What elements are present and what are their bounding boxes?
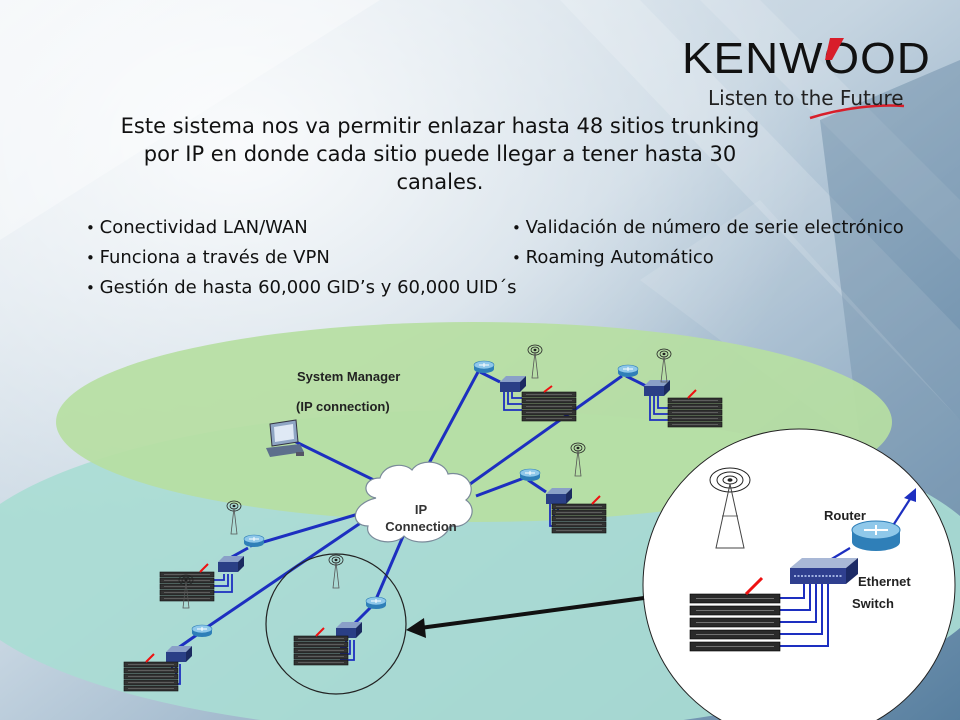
kenwood-logo: KENWOOD Listen to the Future	[682, 34, 932, 120]
feature-item: Validación de número de serie electrónic…	[512, 213, 904, 243]
logo-tagline: Listen to the Future	[708, 86, 904, 110]
site-node-southwest	[123, 624, 213, 692]
ip-cloud-icon	[354, 461, 473, 543]
cloud-label-line1: IP	[414, 502, 428, 517]
site-node-west	[159, 500, 265, 609]
headline-text: Este sistema nos va permitir enlazar has…	[120, 114, 760, 194]
system-manager-label: System Manager	[297, 369, 401, 384]
router-label: Router	[824, 508, 866, 523]
detail-ethernet-switch-icon	[790, 558, 858, 584]
ethernet-switch-label-line2: Switch	[852, 596, 894, 611]
logo-accent	[809, 38, 905, 120]
detail-rack-cabling	[780, 584, 829, 647]
cloud-label-line2: Connection	[385, 519, 457, 534]
upper-network-region	[56, 322, 892, 522]
uplink-arrowhead	[904, 488, 916, 502]
feature-item: Conectividad LAN/WAN	[86, 213, 517, 243]
site-node-north	[473, 344, 577, 422]
feature-item: Gestión de hasta 60,000 GID’s y 60,000 U…	[86, 273, 517, 303]
ip-connection-label: (IP connection)	[296, 399, 390, 414]
detail-antenna-icon	[709, 467, 751, 549]
site-node-northeast	[617, 348, 723, 428]
feature-item: Roaming Automático	[512, 243, 904, 273]
feature-list-right: Validación de número de serie electrónic…	[512, 213, 904, 273]
site-node-east	[519, 442, 607, 534]
zoom-arrow	[406, 596, 645, 638]
detail-repeater-rack	[689, 576, 781, 652]
network-links	[177, 370, 647, 650]
site-node-south	[293, 554, 387, 666]
system-manager-pc-icon	[266, 419, 304, 457]
highlight-circle	[265, 553, 407, 695]
feature-item: Funciona a través de VPN	[86, 243, 517, 273]
logo-wordmark: KENWOOD	[682, 34, 931, 83]
feature-list-left: Conectividad LAN/WAN Funciona a través d…	[86, 213, 517, 303]
detail-router-icon	[851, 520, 901, 551]
ethernet-switch-label-line1: Ethernet	[858, 574, 911, 589]
cloud-label: IP Connection	[366, 501, 476, 535]
